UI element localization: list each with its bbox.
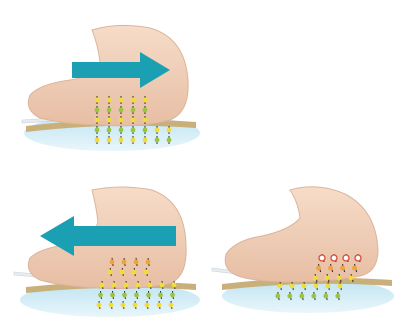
tissue-dot: [299, 294, 304, 299]
tissue-dot: [131, 128, 136, 133]
tissue-dot: [311, 294, 316, 299]
tissue-dot: [122, 293, 127, 298]
tissue-dot: [157, 303, 162, 308]
tissue-dot: [95, 98, 100, 103]
tissue-dot: [167, 128, 172, 133]
tissue-dot: [155, 138, 160, 143]
tissue-dot: [107, 128, 112, 133]
tissue-dot: [170, 293, 175, 298]
tissue-dot: [316, 266, 321, 271]
tissue-dot: [148, 283, 153, 288]
tissue-dot: [107, 98, 112, 103]
tissue-dot: [107, 118, 112, 123]
tissue-dot: [325, 276, 330, 281]
tissue-dot: [160, 283, 165, 288]
tissue-dot: [131, 138, 136, 143]
tissue-dot: [337, 276, 342, 281]
tissue-dot: [302, 284, 307, 289]
tissue-dot: [355, 255, 361, 261]
tissue-dot: [290, 284, 295, 289]
tissue-dot: [107, 138, 112, 143]
tissue-dot: [108, 270, 113, 275]
tissue-dot: [97, 303, 102, 308]
tissue-dot: [107, 108, 112, 113]
tissue-dot: [112, 283, 117, 288]
tissue-dot: [326, 284, 331, 289]
tissue-dot: [146, 260, 151, 265]
tissue-dot: [319, 255, 325, 261]
tissue-dot: [352, 266, 357, 271]
panel-bottom-right: [212, 187, 394, 313]
tissue-dot: [124, 283, 129, 288]
tissue-dot: [119, 98, 124, 103]
tissue-dot: [340, 266, 345, 271]
tissue-dot: [95, 118, 100, 123]
tissue-dot: [143, 118, 148, 123]
tissue-dot: [287, 294, 292, 299]
tissue-dot: [335, 294, 340, 299]
tissue-dot: [172, 283, 177, 288]
tissue-dot: [167, 138, 172, 143]
tissue-dot: [98, 293, 103, 298]
tissue-dot: [95, 138, 100, 143]
tissue-dot: [136, 283, 141, 288]
panel-bottom-left: [14, 187, 200, 317]
tissue-dot: [343, 255, 349, 261]
tissue-dot: [338, 284, 343, 289]
tissue-dot: [275, 294, 280, 299]
panel-top-left: [22, 25, 200, 151]
tissue-dot: [314, 284, 319, 289]
tissue-dot: [155, 128, 160, 133]
tissue-dot: [120, 270, 125, 275]
tissue-dot: [95, 128, 100, 133]
tissue-dot: [109, 303, 114, 308]
tissue-dot: [131, 98, 136, 103]
tissue-dot: [131, 118, 136, 123]
tissue-dot: [145, 303, 150, 308]
tissue-dot: [323, 294, 328, 299]
tissue-dot: [143, 98, 148, 103]
tissue-dot: [146, 293, 151, 298]
tissue-dot: [143, 108, 148, 113]
tissue-dot: [143, 138, 148, 143]
tissue-dot: [133, 303, 138, 308]
tissue-dot: [122, 260, 127, 265]
panel-top-right-empty: [225, 4, 395, 159]
tissue-dot: [100, 283, 105, 288]
tissue-dot: [134, 293, 139, 298]
tissue-dot: [134, 260, 139, 265]
tissue-dot: [110, 293, 115, 298]
tissue-dot: [144, 270, 149, 275]
tissue-dot: [158, 293, 163, 298]
tissue-dot: [95, 108, 100, 113]
tissue-dot: [278, 284, 283, 289]
tissue-dot: [313, 276, 318, 281]
tissue-dot: [119, 108, 124, 113]
tissue-dot: [349, 276, 354, 281]
tissue-dot: [132, 270, 137, 275]
tissue-dot: [331, 255, 337, 261]
tissue-dot: [169, 303, 174, 308]
tissue-dot: [119, 138, 124, 143]
tissue-dot: [110, 260, 115, 265]
tissue-dot: [119, 118, 124, 123]
tissue-dot: [121, 303, 126, 308]
tissue-dot: [131, 108, 136, 113]
tissue-dot: [328, 266, 333, 271]
tissue-dot: [143, 128, 148, 133]
tissue-dot: [119, 128, 124, 133]
